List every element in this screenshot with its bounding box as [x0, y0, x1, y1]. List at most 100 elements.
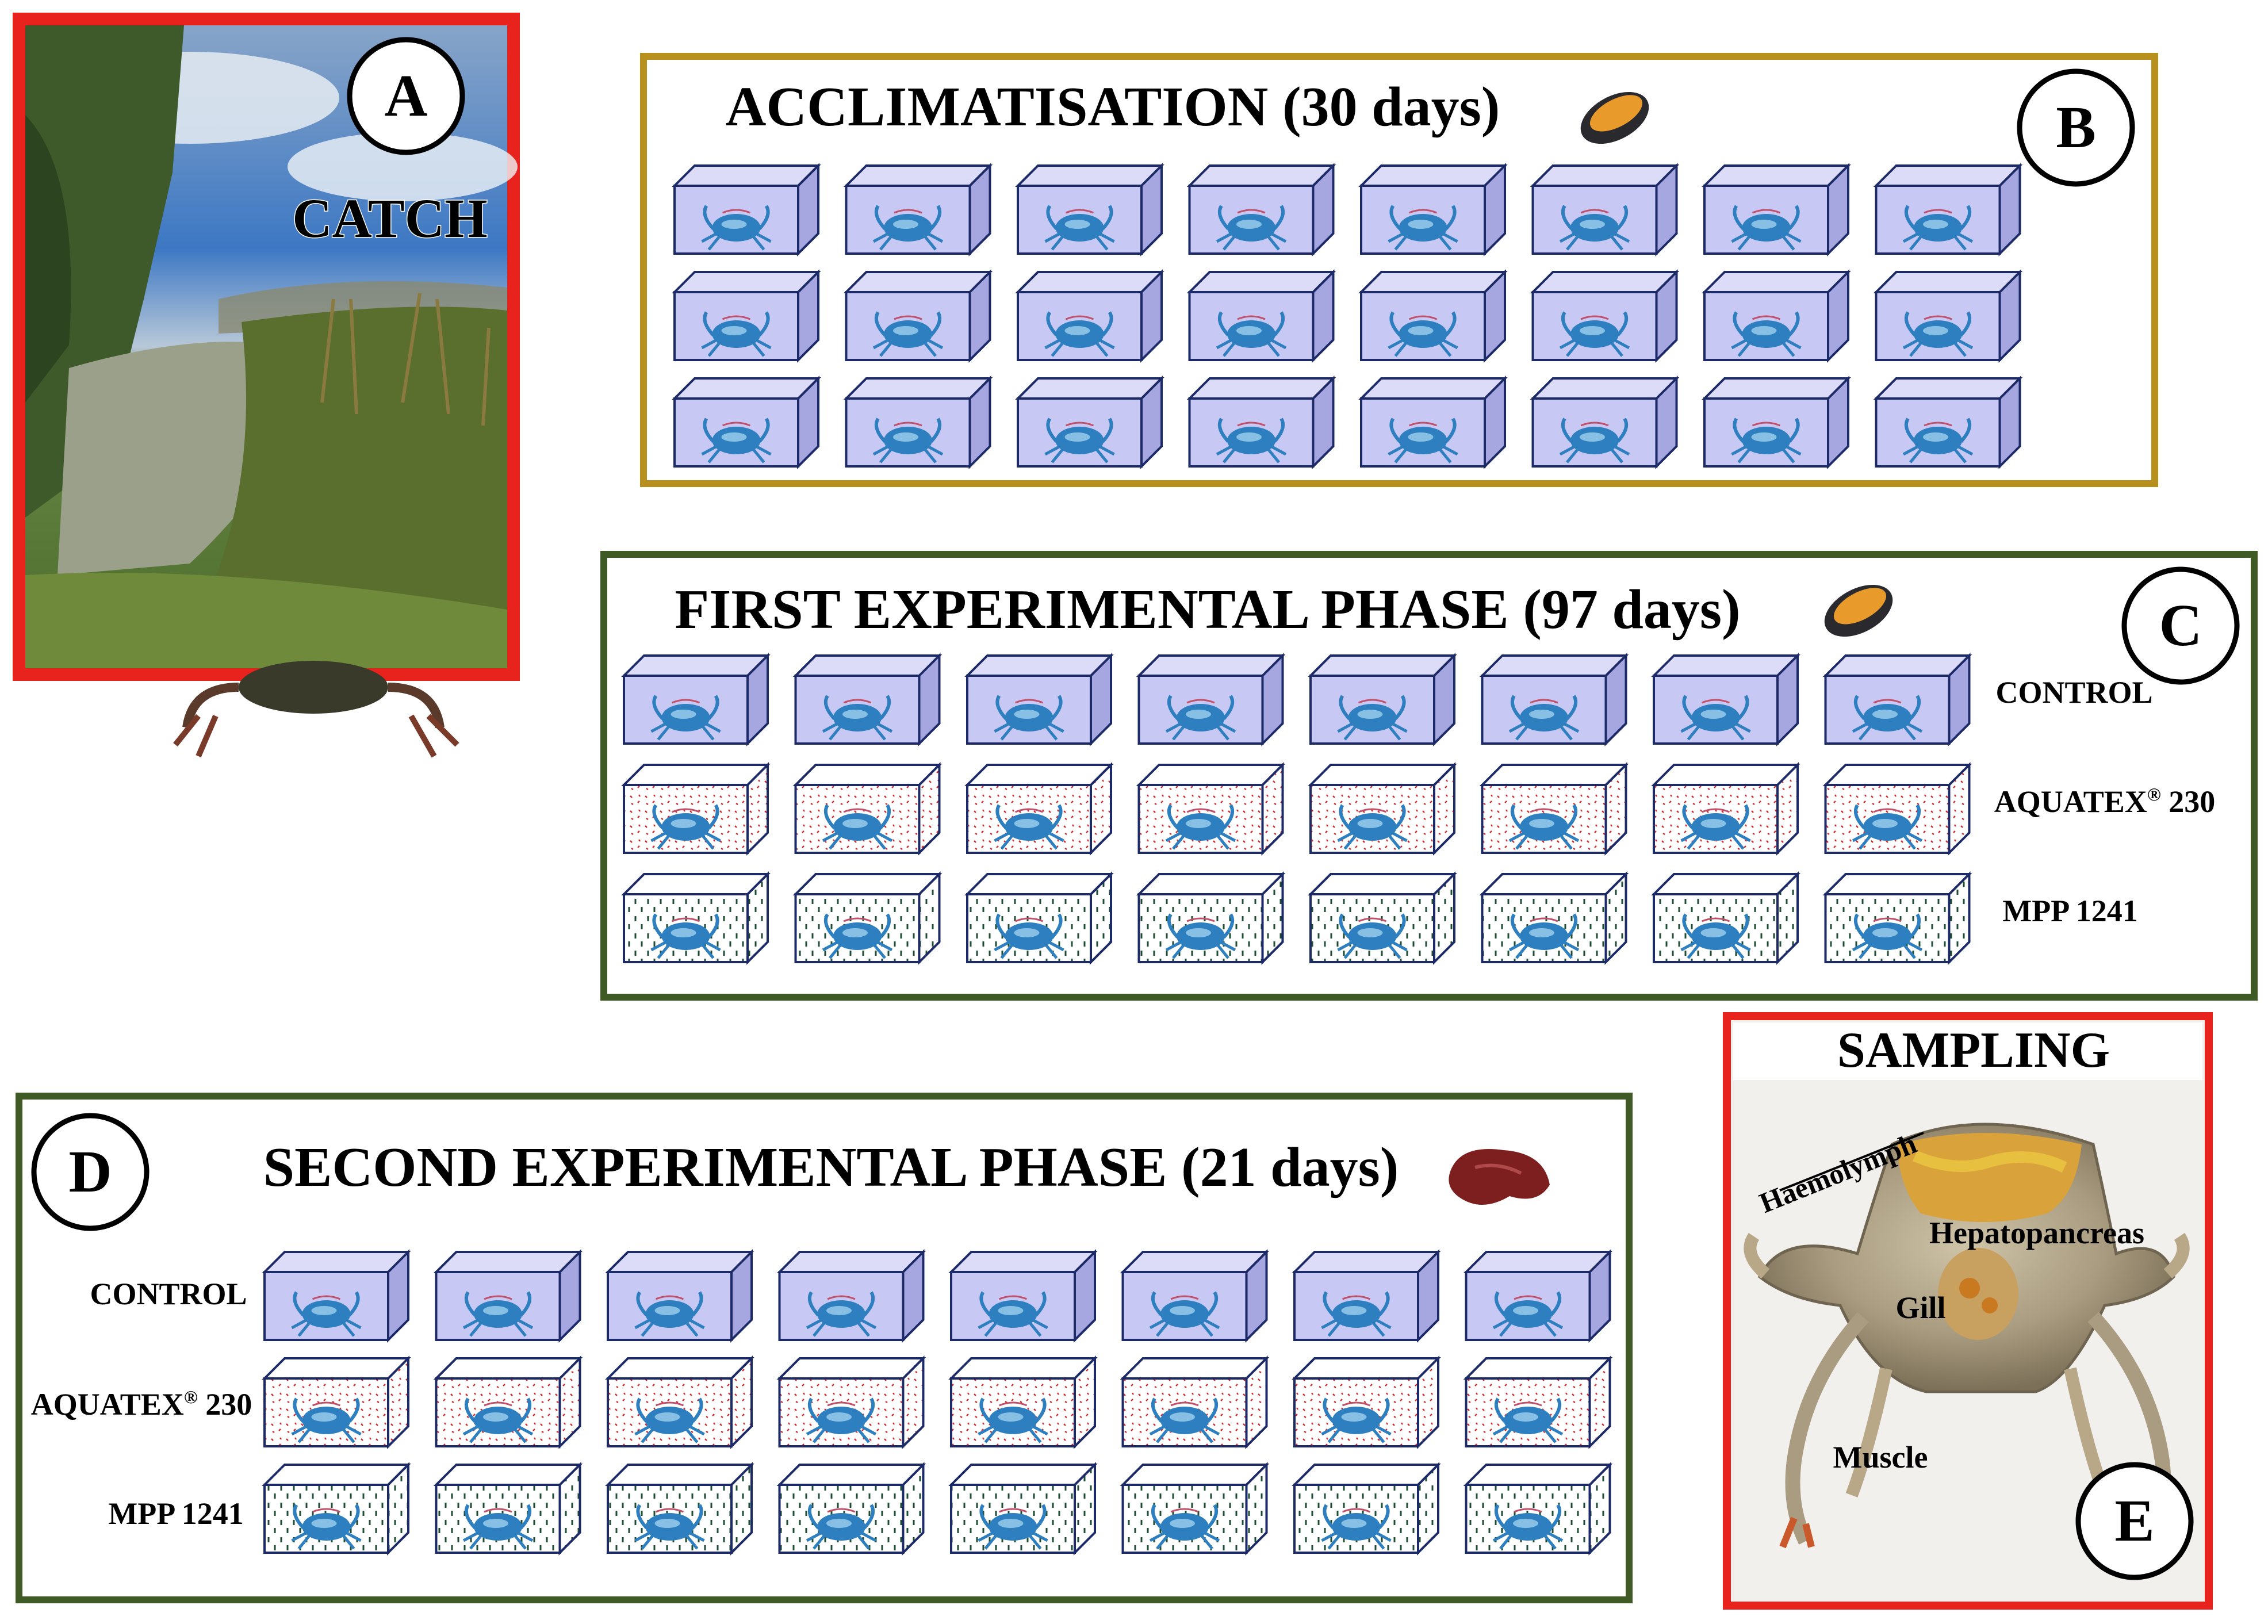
- tank-control: [1463, 1249, 1613, 1343]
- tank-control: [1873, 376, 2023, 469]
- crab-icon: [1216, 418, 1287, 464]
- tank-control: [1358, 163, 1508, 256]
- tank-control: [1702, 163, 1851, 256]
- tank-control: [1530, 269, 1680, 363]
- panel-e-letter: E: [2114, 1488, 2154, 1554]
- crab-icon: [1680, 695, 1751, 741]
- tank-control: [776, 1249, 926, 1343]
- tank-control: [843, 376, 993, 469]
- crab-icon: [822, 804, 893, 850]
- tank-control: [621, 653, 771, 746]
- crab-icon: [1388, 311, 1458, 357]
- crab-icon: [1337, 913, 1408, 959]
- tank-control: [672, 269, 821, 363]
- crab-icon: [1337, 695, 1408, 741]
- tank-mpp: [1479, 871, 1629, 965]
- tank-control: [1186, 269, 1336, 363]
- crab-icon: [872, 418, 944, 464]
- crab-icon: [1680, 804, 1751, 850]
- tank-control: [1873, 163, 2023, 256]
- crab-icon: [1321, 1504, 1392, 1550]
- label-mpp-c: MPP 1241: [2002, 894, 2137, 928]
- tank-control: [1530, 163, 1680, 256]
- tank-aquatex: [1292, 1355, 1441, 1449]
- crab-icon: [978, 1504, 1048, 1550]
- crab-icon: [650, 804, 721, 850]
- crab-icon: [462, 1397, 534, 1443]
- panel-c-letter-circle: [2121, 566, 2240, 685]
- crab-icon: [1216, 205, 1287, 251]
- crab-icon: [1492, 1291, 1564, 1337]
- crab-icon: [994, 913, 1064, 959]
- crab-icon: [634, 1504, 705, 1550]
- panel-a-letter-circle: [347, 37, 465, 155]
- panel-c-title: FIRST EXPERIMENTAL PHASE (97 days): [675, 579, 1740, 641]
- label-aquatex-d: AQUATEX® 230: [31, 1386, 252, 1422]
- tank-mpp: [1822, 871, 1972, 965]
- crab-icon: [872, 205, 944, 251]
- crab-icon: [1902, 311, 1974, 357]
- tank-control: [1873, 269, 2023, 363]
- tank-aquatex: [1651, 762, 1800, 856]
- panel-d-letter-circle: [31, 1113, 150, 1231]
- tank-control: [605, 1249, 754, 1343]
- panel-b-title: ACCLIMATISATION (30 days): [726, 76, 1500, 138]
- crab-icon: [806, 1291, 877, 1337]
- crab-icon: [634, 1397, 705, 1443]
- crab-icon: [1852, 804, 1923, 850]
- crab-icon: [1902, 205, 1974, 251]
- label-control-d: CONTROL: [90, 1277, 247, 1311]
- tank-control: [843, 163, 993, 256]
- crab-icon: [1559, 311, 1630, 357]
- crab-icon: [462, 1291, 534, 1337]
- tank-mpp: [1292, 1462, 1441, 1556]
- panel-b-letter-circle: [2017, 68, 2135, 187]
- tank-aquatex: [1463, 1355, 1613, 1449]
- tank-control: [672, 376, 821, 469]
- crab-icon: [1388, 418, 1458, 464]
- tank-mpp: [948, 1462, 1098, 1556]
- label-hepatopancreas: Hepatopancreas: [1929, 1216, 2144, 1250]
- tank-mpp: [776, 1462, 926, 1556]
- tank-aquatex: [605, 1355, 754, 1449]
- mussel-icon: [1580, 91, 1649, 144]
- tank-control: [1651, 653, 1800, 746]
- crab-icon: [1559, 205, 1630, 251]
- dissected-crab-photo: [1744, 1123, 2190, 1549]
- tank-control: [1120, 1249, 1270, 1343]
- panel-b-acclimatisation: ACCLIMATISATION (30 days) B: [640, 53, 2158, 487]
- tank-control: [1358, 269, 1508, 363]
- label-muscle: Muscle: [1833, 1440, 1928, 1474]
- crab-icon: [994, 695, 1064, 741]
- tank-mpp: [1136, 871, 1286, 965]
- tank-aquatex: [621, 762, 771, 856]
- tank-aquatex: [262, 1355, 411, 1449]
- tank-grid-acclimatisation: [672, 163, 2023, 469]
- tank-control: [1530, 376, 1680, 469]
- tank-control: [1702, 376, 1851, 469]
- crab-icon: [701, 418, 772, 464]
- tank-control: [843, 269, 993, 363]
- crab-icon: [806, 1397, 877, 1443]
- crab-icon: [291, 1504, 362, 1550]
- crab-icon: [1852, 913, 1923, 959]
- tank-control: [672, 163, 821, 256]
- crab-icon: [1559, 418, 1630, 464]
- catch-label: CATCH: [292, 187, 488, 249]
- tank-control: [964, 653, 1114, 746]
- tank-aquatex: [948, 1355, 1098, 1449]
- crab-icon: [462, 1504, 534, 1550]
- liver-icon: [1449, 1149, 1550, 1205]
- tank-control: [948, 1249, 1098, 1343]
- panel-c-letter: C: [2159, 592, 2202, 658]
- crab-icon: [1044, 418, 1115, 464]
- panel-b-letter: B: [2056, 94, 2095, 160]
- tank-mpp: [1308, 871, 1457, 965]
- tank-control: [1822, 653, 1972, 746]
- label-mpp-d: MPP 1241: [108, 1496, 243, 1531]
- crab-icon: [1508, 804, 1580, 850]
- tank-mpp: [792, 871, 943, 965]
- crab-icon: [1165, 695, 1236, 741]
